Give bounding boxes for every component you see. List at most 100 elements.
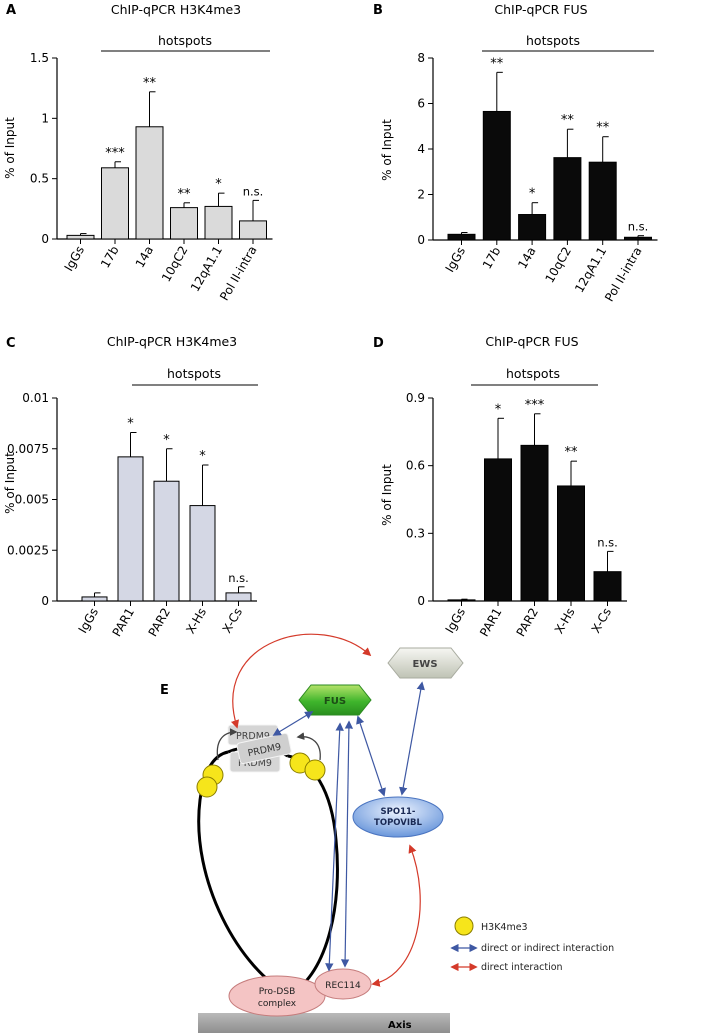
y-tick-label: 2	[417, 188, 425, 202]
x-tick-label: 10qC2	[542, 245, 574, 286]
y-tick-label: 0	[417, 233, 425, 247]
chromatin-loop-left	[197, 750, 291, 997]
panel-letter: B	[373, 3, 383, 18]
x-tick-label: 10qC2	[159, 244, 191, 285]
x-tick-label: IgGs	[443, 245, 468, 275]
axis-label: Axis	[388, 1020, 412, 1031]
legend-blue-label: direct or indirect interaction	[481, 943, 614, 954]
significance-label: n.s.	[628, 220, 649, 234]
y-tick-label: 0.5	[30, 172, 49, 186]
red-arrow-prdm9-ews	[231, 633, 372, 729]
panel-e-diagram: E Axis PRDM9 PRDM9 PRDM9 FUS EWS	[160, 633, 614, 1033]
group-label: hotspots	[167, 366, 221, 381]
panel-letter: E	[160, 683, 169, 698]
y-tick-label: 0	[41, 594, 49, 608]
bar	[153, 480, 180, 602]
blue-arrow-fus-rec114	[340, 720, 354, 968]
significance-label: ***	[525, 398, 545, 413]
legend-h3k4me3-label: H3K4me3	[481, 922, 528, 933]
spo11-label-line1: SPO11-	[381, 807, 416, 817]
y-tick-label: 0	[417, 594, 425, 608]
bar	[117, 456, 144, 602]
y-axis-label: % of Input	[380, 119, 394, 181]
bar	[170, 207, 198, 240]
pro-dsb-label-line1: Pro-DSB	[259, 987, 296, 997]
significance-label: *	[529, 187, 536, 202]
blue-arrow-fus-spo11	[356, 715, 386, 797]
significance-label: **	[596, 121, 610, 136]
y-tick-label: 4	[417, 142, 425, 156]
bar	[447, 599, 476, 602]
panel-a: A ChIP-qPCR H3K4me3 hotspots % of Input …	[3, 2, 273, 303]
spo11-topovibl-node	[352, 796, 444, 838]
y-tick-label: 0.6	[406, 459, 425, 473]
significance-label: **	[490, 56, 504, 71]
bar	[225, 592, 252, 602]
chart-title: ChIP-qPCR H3K4me3	[107, 334, 237, 349]
x-tick-label: 17b	[98, 244, 122, 271]
bar	[239, 220, 267, 240]
bar	[520, 444, 549, 602]
ews-node	[387, 647, 464, 679]
x-tick-label: PAR1	[477, 606, 504, 640]
plot-area: 00.511.5IgGs***17b**14a**10qC2*12qA1.1n.…	[30, 51, 273, 303]
significance-label: *	[215, 177, 222, 192]
x-tick-label: PAR2	[514, 606, 541, 640]
blue-arrow-fus-prdm9	[272, 711, 314, 736]
y-tick-label: 8	[417, 51, 425, 65]
bar	[553, 157, 582, 241]
bar	[557, 485, 585, 602]
x-tick-label: X-Hs	[552, 606, 578, 637]
y-tick-label: 0.01	[22, 391, 49, 405]
h3k4me3-circle	[304, 759, 326, 781]
x-tick-label: 12qA1.1	[188, 244, 225, 294]
bar	[593, 571, 622, 602]
significance-label: n.s.	[597, 535, 618, 549]
y-tick-label: 0.3	[406, 526, 425, 540]
significance-label: **	[561, 113, 575, 128]
x-tick-label: 12qA1.1	[572, 245, 609, 295]
group-label: hotspots	[506, 366, 560, 381]
chart-title: ChIP-qPCR FUS	[485, 334, 578, 349]
fus-label: FUS	[324, 696, 346, 707]
group-label: hotspots	[526, 33, 580, 48]
prdm9-stack: PRDM9 PRDM9 PRDM9	[216, 724, 321, 773]
significance-label: **	[143, 76, 157, 91]
panel-letter: C	[6, 336, 16, 351]
x-tick-label: Pol II-intra	[602, 245, 644, 305]
significance-label: n.s.	[243, 184, 264, 198]
blue-arrow-fus-prodsb	[325, 722, 344, 972]
plot-area: 00.00250.0050.00750.01IgGs*PAR1*PAR2*X-H…	[7, 391, 257, 639]
significance-label: *	[163, 433, 170, 448]
panel-d: D ChIP-qPCR FUS hotspots % of Input 00.3…	[373, 334, 627, 639]
prdm9-label: PRDM9	[236, 731, 270, 742]
pro-dsb-label-line2: complex	[258, 999, 297, 1009]
x-tick-label: 14a	[515, 245, 538, 272]
x-tick-label: X-Cs	[220, 606, 245, 636]
bar	[484, 458, 512, 602]
y-tick-label: 0	[41, 232, 49, 246]
significance-label: *	[127, 417, 134, 432]
bar	[624, 236, 652, 241]
bar	[588, 161, 617, 241]
x-tick-label: IgGs	[443, 606, 468, 636]
red-arrow-rec114-spo11	[371, 844, 421, 987]
bar	[101, 167, 129, 240]
y-axis-label: % of Input	[380, 464, 394, 526]
significance-label: *	[495, 402, 502, 417]
bar	[135, 126, 164, 240]
axis-bar	[198, 1013, 450, 1033]
rec114-label: REC114	[325, 981, 361, 991]
significance-label: *	[199, 449, 206, 464]
y-axis-label: % of Input	[3, 117, 17, 179]
plot-area: 02468IgGs**17b*14a**10qC2**12qA1.1n.s.Po…	[417, 51, 658, 305]
x-tick-label: X-Cs	[589, 606, 614, 636]
y-tick-label: 1.5	[30, 51, 49, 65]
significance-label: ***	[105, 146, 125, 161]
x-tick-label: IgGs	[62, 244, 87, 274]
chart-title: ChIP-qPCR FUS	[494, 2, 587, 17]
y-tick-label: 0.9	[406, 391, 425, 405]
bar	[189, 505, 216, 602]
prdm9-box	[236, 732, 292, 765]
